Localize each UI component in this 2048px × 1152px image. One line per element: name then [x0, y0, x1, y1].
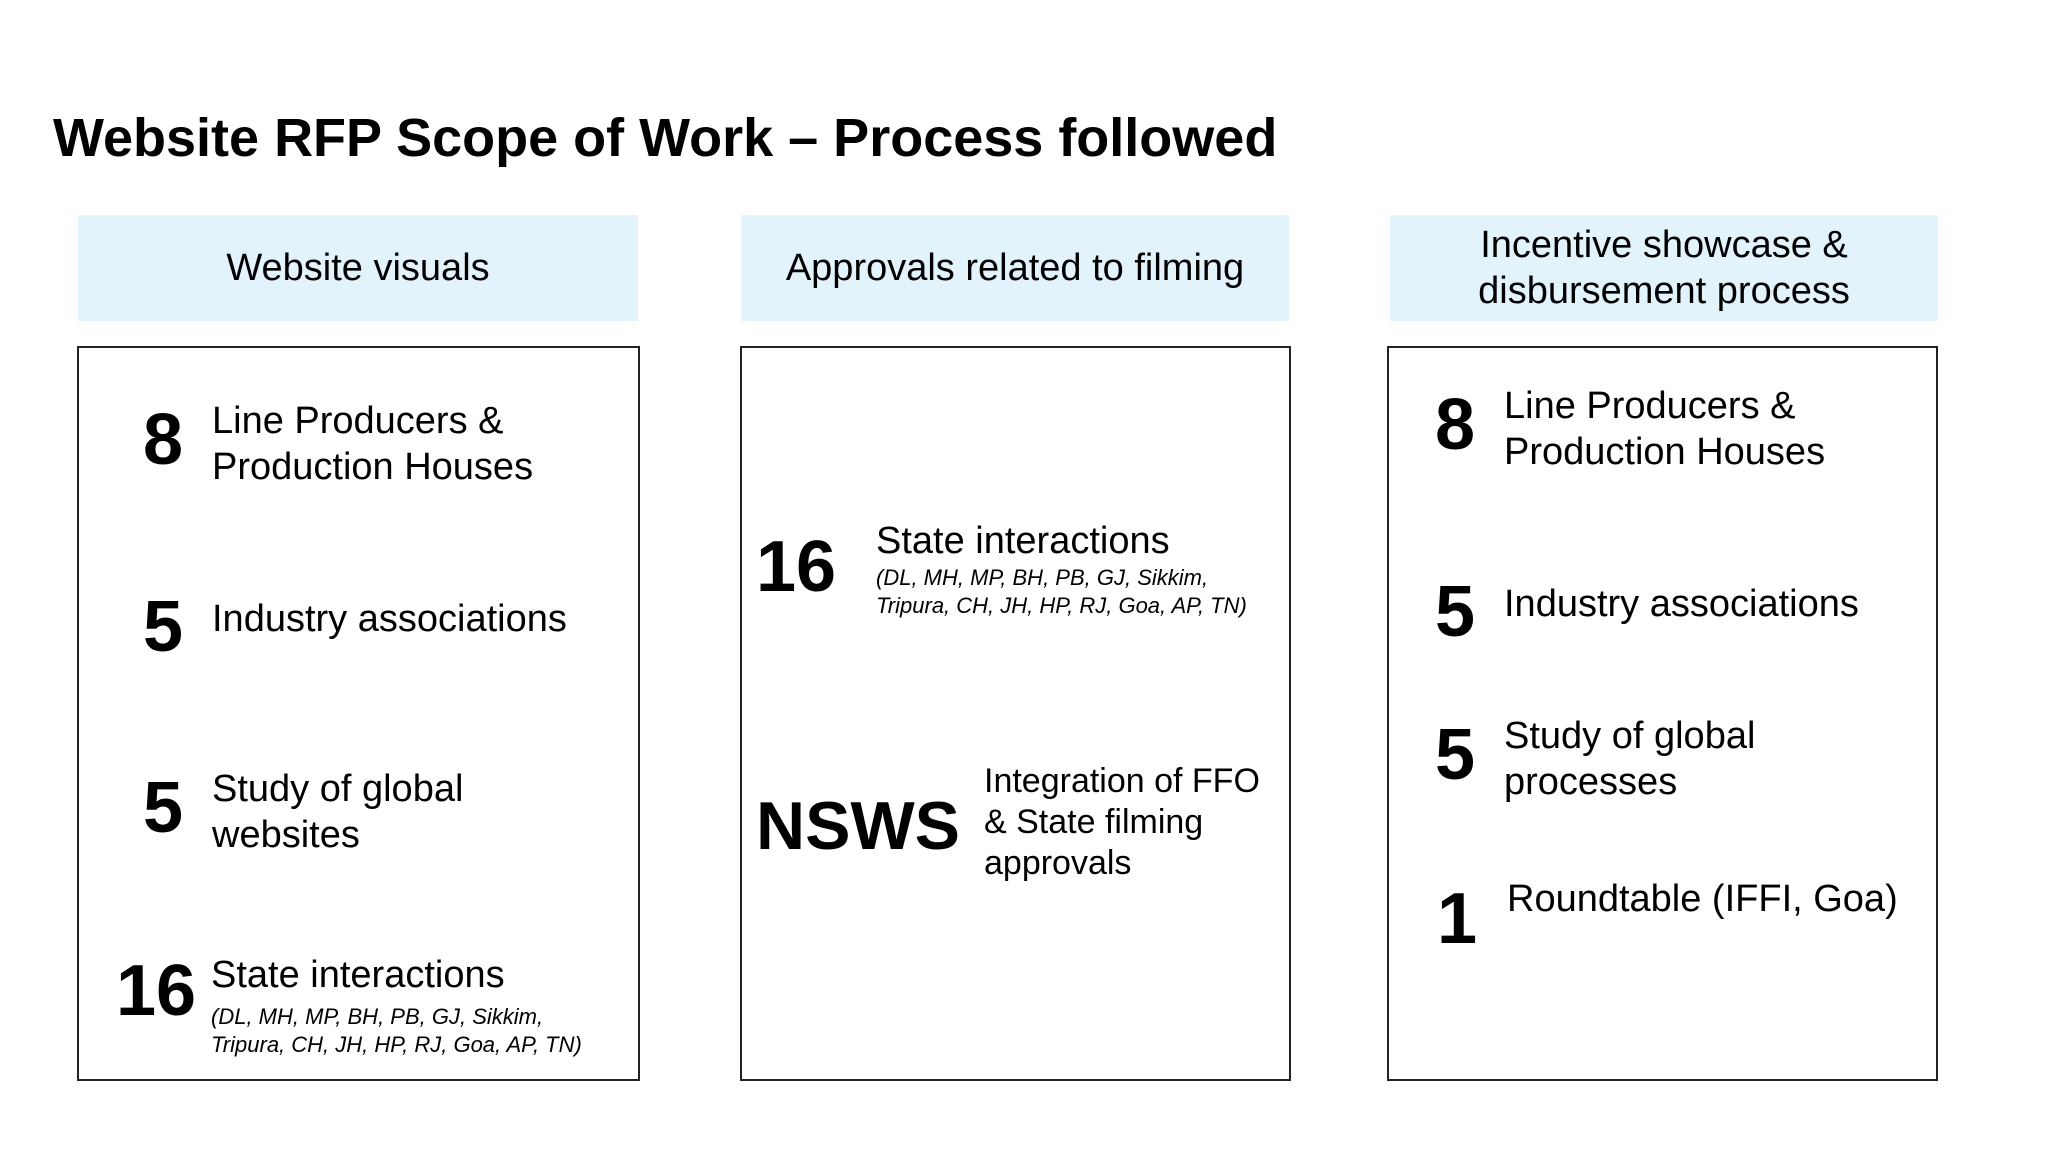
item-label: Line Producers &: [212, 400, 504, 442]
header-label: Approvals related to filming: [785, 247, 1245, 289]
item-detail: Tripura, CH, JH, HP, RJ, Goa, AP, TN): [876, 593, 1247, 618]
header-label: Incentive showcase &: [1480, 224, 1848, 266]
item-label: Study of global: [212, 768, 464, 810]
item-number: 5: [1435, 715, 1476, 795]
panel-website-visuals: 8 Line Producers & Production Houses 5 I…: [77, 346, 640, 1081]
panel-approvals: 16 State interactions (DL, MH, MP, BH, P…: [740, 346, 1291, 1081]
item-label: State interactions: [211, 954, 505, 996]
item-number: 8: [143, 400, 184, 480]
item-number: 16: [116, 951, 197, 1031]
item-detail: Tripura, CH, JH, HP, RJ, Goa, AP, TN): [211, 1032, 582, 1057]
column-header-incentive: Incentive showcase & disbursement proces…: [1390, 215, 1938, 321]
item-number: 5: [1435, 572, 1476, 652]
item-label: Study of global: [1504, 715, 1756, 757]
item-number: 16: [756, 527, 837, 607]
panel-incentive: 8 Line Producers & Production Houses 5 I…: [1387, 346, 1938, 1081]
item-label: & State filming: [984, 803, 1204, 841]
item-label: Industry associations: [212, 598, 567, 640]
item-label: Line Producers &: [1504, 385, 1796, 427]
item-label: Production Houses: [1504, 431, 1826, 473]
item-label: Integration of FFO: [984, 762, 1260, 800]
column-header-approvals: Approvals related to filming: [741, 215, 1289, 321]
item-number: 1: [1437, 879, 1478, 959]
item-number: 8: [1435, 385, 1476, 465]
item-detail: (DL, MH, MP, BH, PB, GJ, Sikkim,: [876, 565, 1209, 590]
item-label: processes: [1504, 761, 1678, 803]
header-label: disbursement process: [1478, 270, 1850, 312]
item-label: approvals: [984, 844, 1132, 882]
item-label: Production Houses: [212, 446, 534, 488]
item-label: Roundtable (IFFI, Goa): [1507, 878, 1898, 920]
header-label: Website visuals: [226, 247, 490, 289]
item-number: 5: [143, 587, 184, 667]
item-label: websites: [212, 814, 360, 856]
item-label: State interactions: [876, 520, 1170, 562]
item-label: Industry associations: [1504, 583, 1859, 625]
item-number: NSWS: [756, 788, 960, 864]
column-header-website-visuals: Website visuals: [78, 215, 638, 321]
slide-title: Website RFP Scope of Work – Process foll…: [53, 108, 1278, 168]
item-detail: (DL, MH, MP, BH, PB, GJ, Sikkim,: [211, 1004, 544, 1029]
item-number: 5: [143, 768, 184, 848]
